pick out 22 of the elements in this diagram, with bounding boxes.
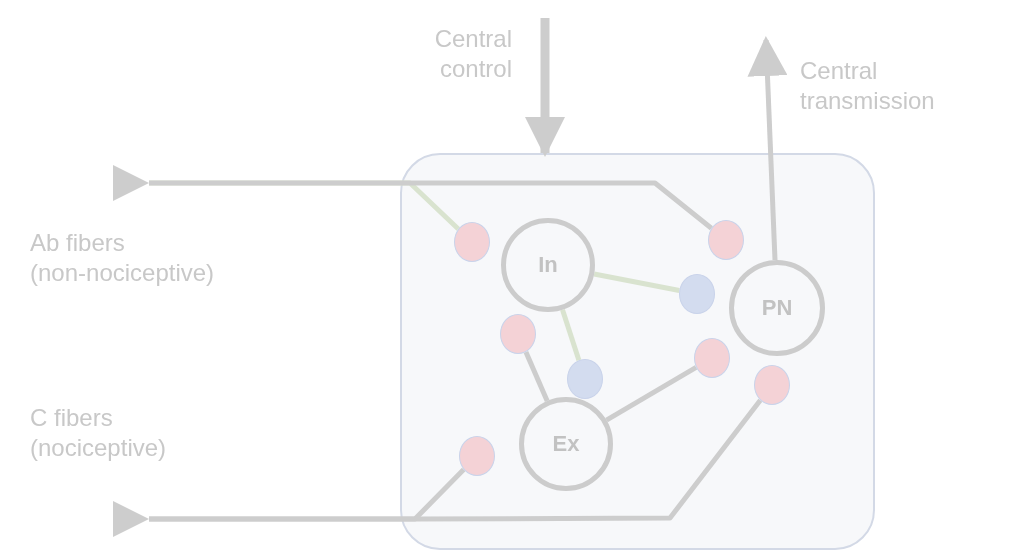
arrow: [525, 18, 565, 157]
synapse-dot: [454, 222, 490, 262]
neuron-label: Ex: [552, 431, 580, 457]
fiber-input-triangle: [113, 165, 149, 201]
synapse-dot: [679, 274, 715, 314]
synapse-dot: [708, 220, 744, 260]
connector-line: [149, 180, 713, 231]
neuron-label: PN: [761, 295, 793, 321]
synapse-dot: [567, 359, 603, 399]
connector-line: [593, 271, 680, 293]
dorsal-horn-panel: [400, 153, 875, 550]
synapse-dot: [694, 338, 730, 378]
neuron-label: In: [538, 252, 558, 278]
synapse-dot: [500, 314, 536, 354]
connector-line: [523, 351, 550, 402]
connector-line: [560, 308, 582, 361]
synapse-dot: [459, 436, 495, 476]
connector-line: [605, 365, 698, 423]
arrow: [747, 36, 788, 261]
fiber-input-triangle: [113, 501, 149, 537]
synapse-dot: [754, 365, 790, 405]
connector-line: [149, 467, 466, 522]
